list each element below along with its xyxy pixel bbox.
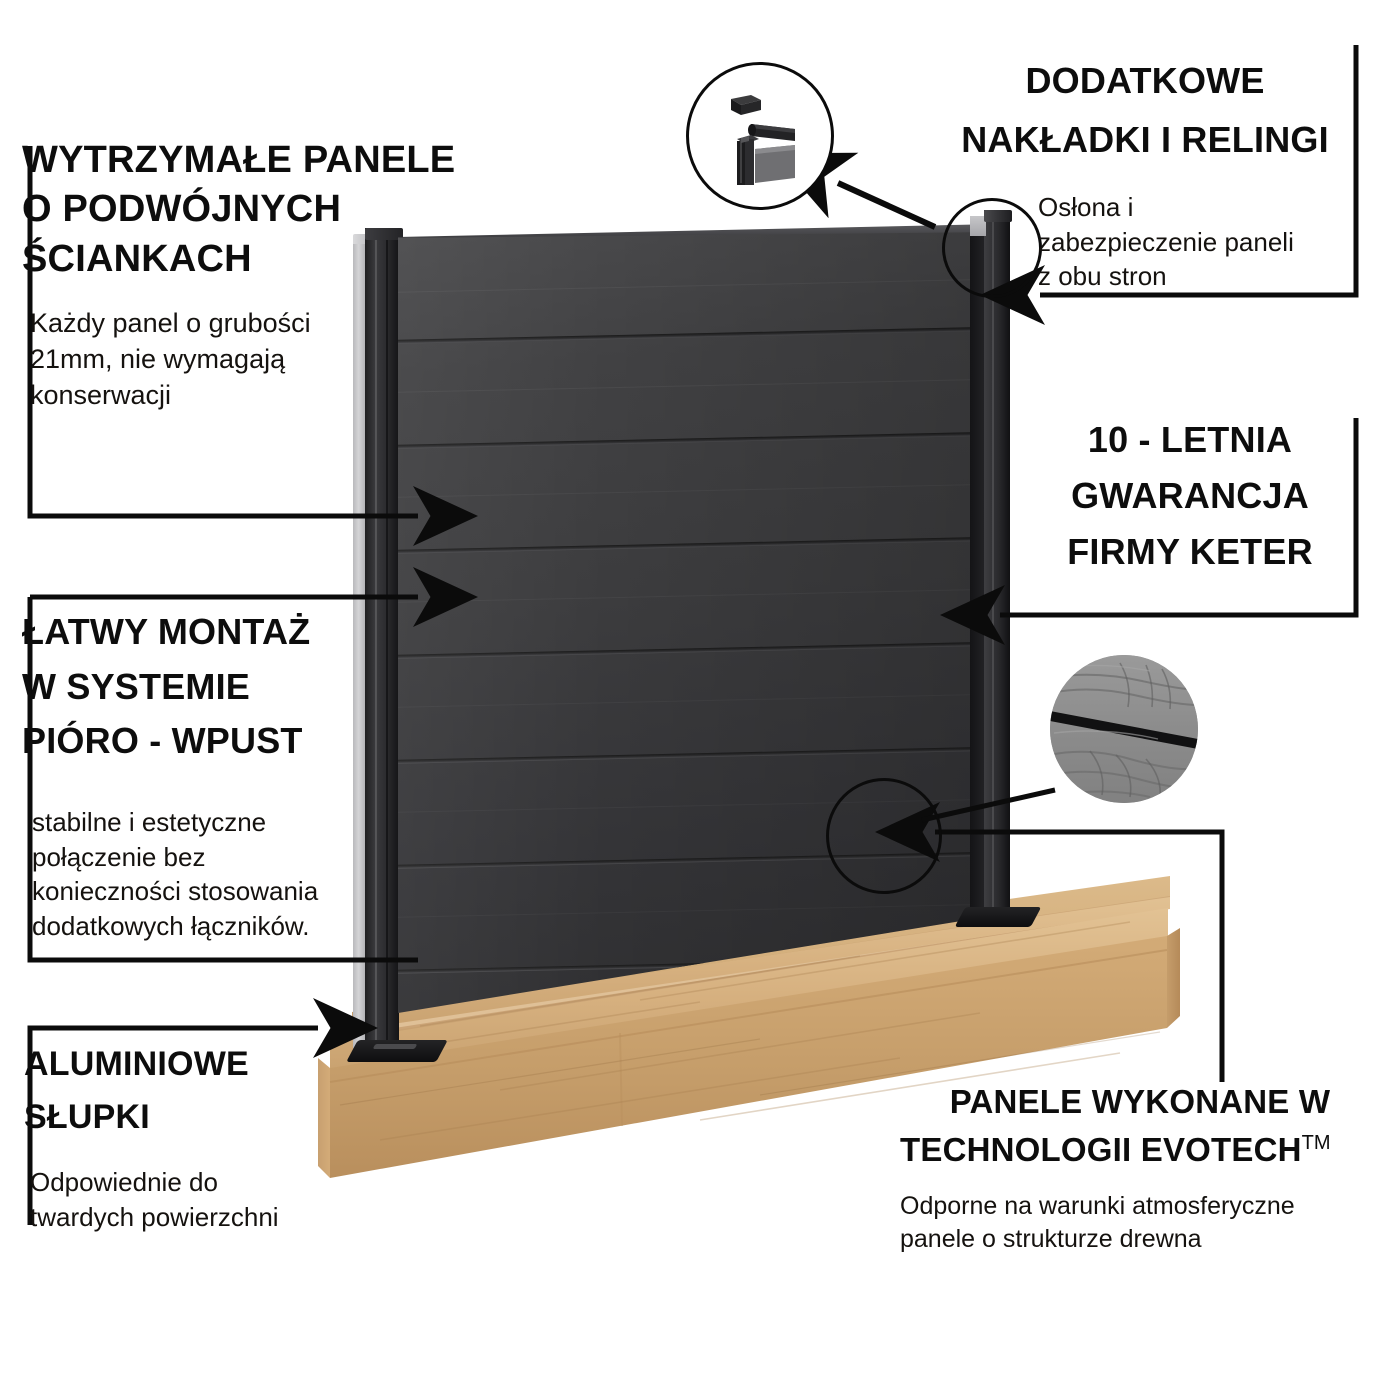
callout-posts-heading: ALUMINIOWE SŁUPKI	[24, 1038, 424, 1143]
heading-line: PANELE WYKONANE W	[949, 1083, 1331, 1120]
callout-panels-heading: WYTRZYMAŁE PANELE O PODWÓJNYCH ŚCIANKACH	[22, 136, 492, 284]
rail-bar-icon	[748, 124, 795, 141]
body-line: twardych powierzchni	[30, 1201, 279, 1232]
right-aluminium-post	[970, 210, 1012, 922]
callout-panels-body: Każdy panel o grubości 21mm, nie wymagaj…	[30, 306, 492, 414]
body-line: Odpowiednie do	[30, 1167, 218, 1198]
callout-assembly-heading: ŁATWY MONTAŻ W SYSTEMIE PIÓRO - WPUST	[22, 605, 442, 769]
body-line: 21mm, nie wymagają	[30, 344, 286, 375]
heading-line: GWARANCJA	[1071, 474, 1309, 516]
panel-zoom-source-circle	[826, 778, 942, 894]
body-line: zabezpieczenie paneli	[1038, 226, 1294, 257]
body-line: z obu stron	[1038, 261, 1167, 292]
callout-evotech-heading: PANELE WYKONANE W TECHNOLOGII EVOTECHTM	[900, 1078, 1380, 1174]
callout-warranty-heading: 10 - LETNIA GWARANCJA FIRMY KETER	[1030, 412, 1350, 579]
magnifier-circle-icon	[1050, 655, 1198, 803]
body-line: dodatkowych łączników.	[32, 910, 310, 941]
body-line: stabilne i estetyczne	[32, 807, 267, 838]
callout-rails-body: Osłona i zabezpieczenie paneli z obu str…	[1038, 190, 1358, 294]
post-top-icon	[737, 135, 759, 185]
heading-line: TECHNOLOGII EVOTECH	[900, 1130, 1302, 1168]
callout-panels: WYTRZYMAŁE PANELE O PODWÓJNYCH ŚCIANKACH…	[22, 136, 492, 414]
heading-line: WYTRZYMAŁE PANELE	[22, 139, 456, 181]
heading-line: ŁATWY MONTAŻ	[22, 611, 311, 652]
callout-assembly-body: stabilne i estetyczne połączenie bez kon…	[32, 805, 442, 943]
body-line: panele o strukturze drewna	[900, 1224, 1202, 1253]
callout-posts-body: Odpowiednie do twardych powierzchni	[30, 1165, 424, 1234]
heading-line: O PODWÓJNYCH	[22, 188, 342, 231]
detail-bubble-wood-grain	[1050, 655, 1198, 803]
callout-evotech: PANELE WYKONANE W TECHNOLOGII EVOTECHTM …	[900, 1078, 1380, 1256]
trademark-symbol: TM	[1301, 1131, 1331, 1154]
heading-line: ŚCIANKACH	[22, 237, 252, 280]
heading-line: DODATKOWE	[1025, 60, 1265, 101]
body-line: konieczności stosowania	[32, 876, 319, 907]
right-post-foot-bracket	[954, 903, 1042, 929]
heading-line: NAKŁADKI I RELINGI	[961, 118, 1329, 160]
heading-line: SŁUPKI	[24, 1097, 150, 1136]
body-line: połączenie bez	[32, 841, 206, 872]
heading-line: PIÓRO - WPUST	[22, 720, 303, 762]
callout-assembly: ŁATWY MONTAŻ W SYSTEMIE PIÓRO - WPUST st…	[22, 605, 442, 943]
body-line: Osłona i	[1038, 192, 1134, 222]
callout-evotech-body: Odporne na warunki atmosferyczne panele …	[900, 1190, 1380, 1257]
callout-rails-heading: DODATKOWE NAKŁADKI I RELINGI	[940, 58, 1350, 164]
body-line: Każdy panel o grubości	[30, 308, 311, 339]
body-line: Odporne na warunki atmosferyczne	[900, 1191, 1295, 1220]
heading-line: W SYSTEMIE	[22, 665, 251, 707]
heading-line: 10 - LETNIA	[1087, 419, 1293, 460]
heading-line: ALUMINIOWE	[24, 1045, 249, 1083]
post-zoom-source-circle	[942, 198, 1042, 298]
heading-line: FIRMY KETER	[1067, 530, 1313, 572]
body-line: konserwacji	[30, 379, 172, 410]
callout-posts: ALUMINIOWE SŁUPKI Odpowiednie do twardyc…	[24, 1038, 424, 1235]
post-cap-icon	[731, 95, 761, 115]
detail-bubble-cap-rail	[686, 62, 834, 210]
callout-rails: DODATKOWE NAKŁADKI I RELINGI	[940, 58, 1350, 164]
callout-warranty: 10 - LETNIA GWARANCJA FIRMY KETER	[1030, 412, 1350, 579]
